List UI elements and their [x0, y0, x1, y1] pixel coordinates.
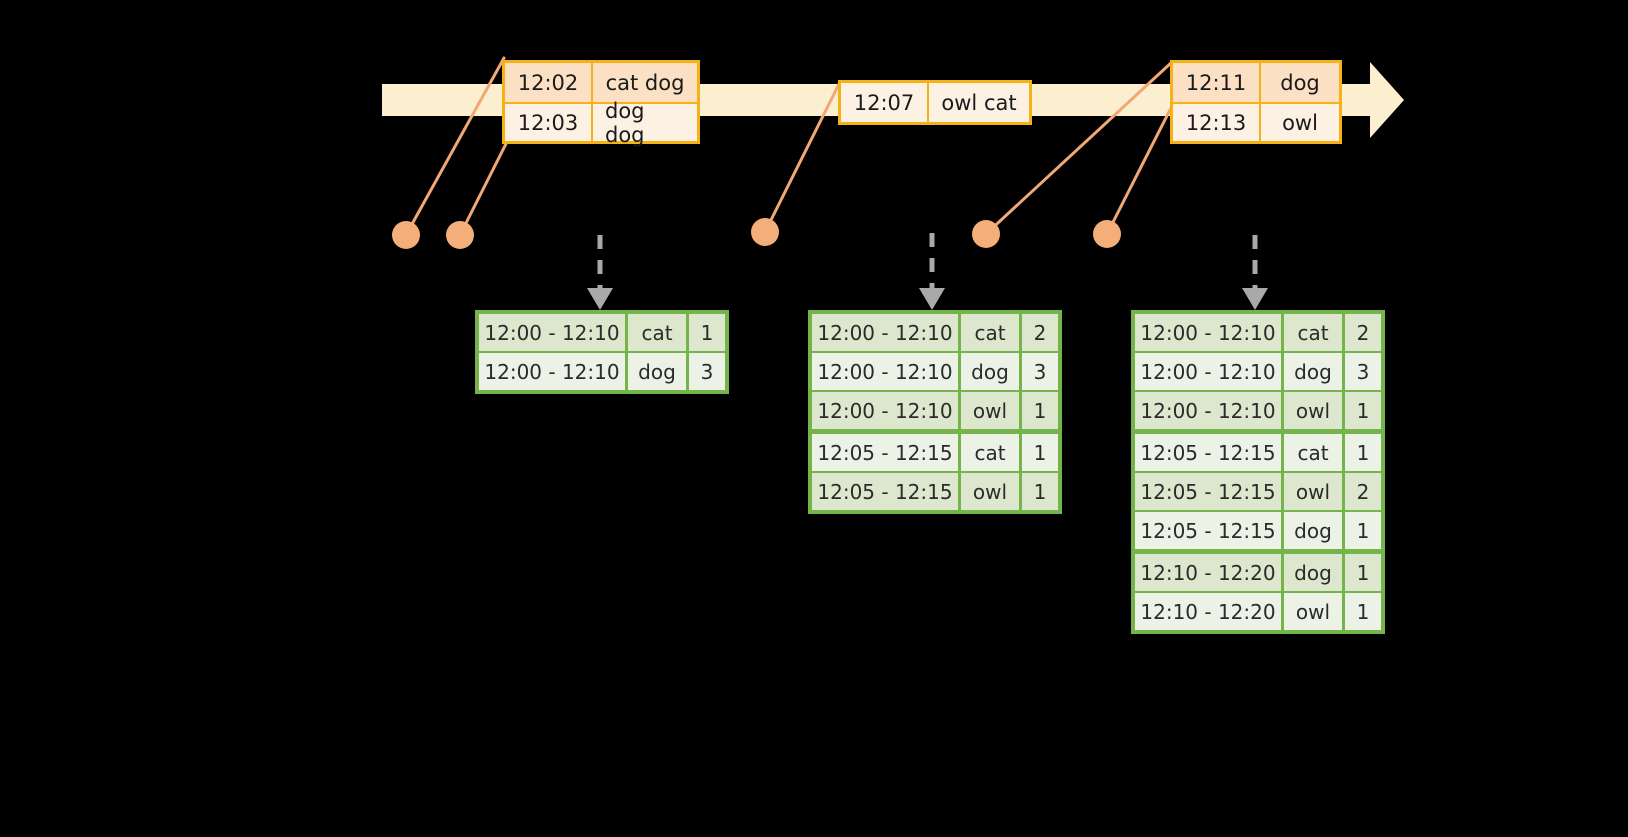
- event-row[interactable]: 12:02 cat dog: [505, 63, 697, 102]
- count-cell: 2: [1345, 473, 1381, 510]
- key-cell: cat: [628, 314, 686, 351]
- window-cell: 12:00 - 12:10: [812, 392, 958, 429]
- count-cell: 1: [689, 314, 725, 351]
- connector-line-1: [404, 56, 506, 237]
- event-time: 12:02: [505, 63, 593, 102]
- window-cell: 12:00 - 12:10: [812, 314, 958, 351]
- count-cell: 1: [1345, 392, 1381, 429]
- count-cell: 1: [1345, 512, 1381, 549]
- connector-dot-2: [446, 221, 474, 249]
- key-cell: owl: [961, 392, 1019, 429]
- key-cell: owl: [1284, 392, 1342, 429]
- window-cell: 12:05 - 12:15: [1135, 512, 1281, 549]
- connector-line-3: [763, 80, 842, 234]
- count-cell: 2: [1022, 314, 1058, 351]
- count-cell: 1: [1345, 434, 1381, 471]
- connector-line-5: [1105, 98, 1177, 236]
- event-payload: dog: [1280, 70, 1320, 95]
- key-cell: owl: [1284, 593, 1342, 630]
- event-group-1[interactable]: 12:02 cat dog 12:03 dog dog: [502, 60, 700, 147]
- key-cell: dog: [1284, 353, 1342, 390]
- key-cell: dog: [1284, 512, 1342, 549]
- window-cell: 12:00 - 12:10: [1135, 353, 1281, 390]
- window-cell: 12:10 - 12:20: [1135, 554, 1281, 591]
- connector-dot-1: [392, 221, 420, 249]
- key-cell: owl: [961, 473, 1019, 510]
- count-cell: 3: [1022, 353, 1058, 390]
- window-cell: 12:05 - 12:15: [812, 434, 958, 471]
- event-group-3[interactable]: 12:11 dog 12:13 owl: [1170, 60, 1342, 144]
- event-time: 12:07: [841, 83, 929, 122]
- key-cell: cat: [961, 434, 1019, 471]
- count-cell: 1: [1022, 434, 1058, 471]
- emit-arrowheads: [587, 288, 1268, 310]
- event-row[interactable]: 12:07 owl cat: [841, 83, 1029, 122]
- connector-dots: [392, 218, 1121, 249]
- window-cell: 12:05 - 12:15: [1135, 434, 1281, 471]
- count-cell: 3: [689, 353, 725, 390]
- key-cell: dog: [1284, 554, 1342, 591]
- count-cell: 2: [1345, 314, 1381, 351]
- emit-arrowhead-1: [587, 288, 613, 310]
- event-row[interactable]: 12:11 dog: [1173, 63, 1339, 102]
- event-row[interactable]: 12:03 dog dog: [505, 98, 697, 147]
- window-cell: 12:05 - 12:15: [812, 473, 958, 510]
- emit-arrowhead-3: [1242, 288, 1268, 310]
- event-payload: owl cat: [941, 90, 1017, 115]
- key-cell: dog: [628, 353, 686, 390]
- key-cell: cat: [1284, 314, 1342, 351]
- window-cell: 12:00 - 12:10: [479, 314, 625, 351]
- event-group-2[interactable]: 12:07 owl cat: [838, 80, 1032, 125]
- count-cell: 3: [1345, 353, 1381, 390]
- key-cell: cat: [961, 314, 1019, 351]
- event-payload: owl: [1282, 110, 1318, 135]
- emit-arrowhead-2: [919, 288, 945, 310]
- window-cell: 12:10 - 12:20: [1135, 593, 1281, 630]
- window-cell: 12:00 - 12:10: [1135, 314, 1281, 351]
- window-cell: 12:05 - 12:15: [1135, 473, 1281, 510]
- event-time: 12:11: [1173, 63, 1261, 102]
- window-cell: 12:00 - 12:10: [812, 353, 958, 390]
- connector-dot-4: [972, 220, 1000, 248]
- connector-dot-3: [751, 218, 779, 246]
- event-time: 12:03: [505, 104, 593, 141]
- count-cell: 1: [1022, 473, 1058, 510]
- window-cell: 12:00 - 12:10: [1135, 392, 1281, 429]
- count-cell: 1: [1022, 392, 1058, 429]
- emit-arrows: [597, 233, 1258, 288]
- event-row[interactable]: 12:13 owl: [1173, 102, 1339, 141]
- event-time: 12:13: [1173, 104, 1261, 141]
- key-cell: owl: [1284, 473, 1342, 510]
- event-payload: cat dog: [605, 70, 685, 95]
- connector-dot-5: [1093, 220, 1121, 248]
- key-cell: cat: [1284, 434, 1342, 471]
- key-cell: dog: [961, 353, 1019, 390]
- count-cell: 1: [1345, 593, 1381, 630]
- event-payload: dog dog: [605, 98, 645, 147]
- window-cell: 12:00 - 12:10: [479, 353, 625, 390]
- count-cell: 1: [1345, 554, 1381, 591]
